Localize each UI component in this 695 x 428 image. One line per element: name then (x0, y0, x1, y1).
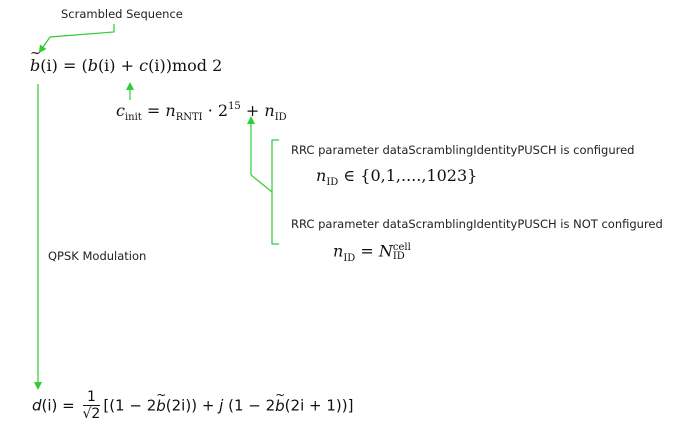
label-qpsk-modulation: QPSK Modulation (48, 249, 147, 263)
label-scrambled-sequence: Scrambled Sequence (61, 7, 183, 21)
equation-qpsk: d(i) = 1√2[(1 − 2b~(2i)) + j (1 − 2b~(2i… (32, 387, 354, 423)
arrow-scrambled-to-b (38, 24, 115, 54)
label-rrc-not-configured: RRC parameter dataScramblingIdentityPUSC… (291, 217, 663, 231)
label-rrc-configured: RRC parameter dataScramblingIdentityPUSC… (291, 143, 635, 157)
bracket-to-arrow (250, 174, 273, 193)
bracket-rrc (271, 139, 279, 245)
equation-cinit: cinit = nRNTI · 215 + nID (116, 101, 287, 123)
equation-nid-configured: nID ∈ {0,1,....,1023} (316, 166, 478, 188)
b-tilde: b~ (30, 46, 41, 75)
fraction-one-over-root2: 1√2 (82, 389, 101, 422)
equation-scrambling: b~(i) = (b(i) + c(i))mod 2 (30, 46, 223, 75)
